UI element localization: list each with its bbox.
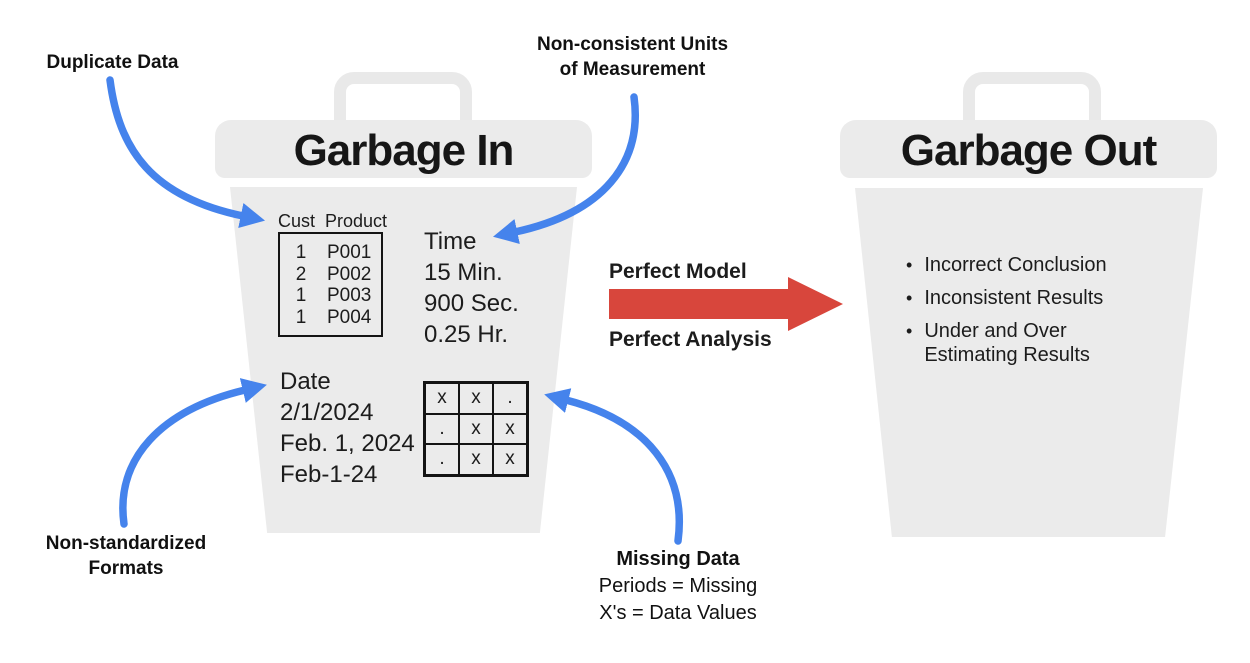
- grid-cell: x: [425, 383, 459, 414]
- product-value: P001: [327, 242, 372, 263]
- grid-cell: .: [425, 444, 459, 475]
- time-value: 15 Min.: [424, 259, 503, 286]
- garbage-out-title: Garbage Out: [900, 125, 1157, 175]
- cust-value: 2: [295, 263, 307, 285]
- table-row: 1 P003: [292, 286, 381, 305]
- duplicate-data-table: 1 P001 2 P002 1 P003 1 P004: [278, 232, 383, 337]
- garbage-in-title: Garbage In: [293, 125, 515, 175]
- cust-header-label: Cust: [278, 211, 316, 231]
- cust-value: 1: [295, 242, 307, 263]
- date-block: Date 2/1/2024 Feb. 1, 2024 Feb-1-24: [280, 366, 415, 490]
- garbage-out-body: [855, 188, 1203, 537]
- nonstandardized-formats-label: Non-standardized Formats: [45, 533, 207, 579]
- perfect-analysis-label: Perfect Analysis: [609, 328, 772, 351]
- bullet-text: Incorrect Conclusion: [924, 254, 1107, 276]
- list-item: • Under and Over Estimating Results: [906, 319, 1181, 367]
- product-header-label: Product: [325, 211, 388, 231]
- missing-data-grid: x x . . x x . x x: [423, 381, 529, 477]
- duplicate-data-label: Duplicate Data: [46, 52, 179, 73]
- grid-cell: x: [459, 413, 493, 444]
- bullet-icon: •: [906, 321, 913, 341]
- date-value: Feb-1-24: [280, 461, 378, 488]
- garbage-in-to-out-arrow: [609, 277, 843, 331]
- time-value: 900 Sec.: [424, 290, 519, 317]
- missing-data-label: Missing Data: [616, 548, 740, 570]
- product-value: P003: [327, 285, 372, 306]
- table-row: 2 P002: [292, 265, 381, 284]
- product-value: P002: [327, 263, 372, 285]
- time-value: 0.25 Hr.: [424, 321, 509, 348]
- list-item: • Incorrect Conclusion: [906, 253, 1181, 277]
- cust-product-header: Cust Product: [278, 211, 387, 232]
- grid-cell: x: [459, 383, 493, 414]
- product-value: P004: [327, 306, 372, 328]
- time-label: Time: [424, 228, 477, 255]
- missing-data-arrow: [544, 388, 683, 545]
- garbage-in-lid: Garbage In: [215, 120, 592, 178]
- garbage-out-bullet-list: • Incorrect Conclusion • Inconsistent Re…: [906, 253, 1181, 376]
- garbage-out-lid: Garbage Out: [840, 120, 1217, 178]
- cust-value: 1: [295, 306, 307, 328]
- date-label: Date: [280, 368, 331, 395]
- cust-value: 1: [295, 285, 307, 306]
- nonconsistent-units-label: Non-consistent Units of Measurement: [536, 34, 729, 80]
- missing-data-legend: Periods = Missing X's = Data Values: [598, 575, 758, 624]
- table-row: 1 P004: [292, 308, 381, 327]
- grid-cell: x: [459, 444, 493, 475]
- grid-cell: x: [493, 444, 527, 475]
- bullet-text: Inconsistent Results: [924, 287, 1104, 309]
- nonstandardized-formats-arrow: [119, 378, 267, 528]
- list-item: • Inconsistent Results: [906, 286, 1181, 310]
- bullet-text: Under and Over Estimating Results: [924, 320, 1090, 366]
- grid-cell: .: [425, 413, 459, 444]
- grid-cell: x: [493, 413, 527, 444]
- bullet-icon: •: [906, 288, 913, 308]
- time-block: Time 15 Min. 900 Sec. 0.25 Hr.: [424, 226, 519, 350]
- bullet-icon: •: [906, 255, 913, 275]
- perfect-model-label: Perfect Model: [609, 260, 747, 283]
- date-value: Feb. 1, 2024: [280, 430, 415, 457]
- grid-cell: .: [493, 383, 527, 414]
- table-row: 1 P001: [292, 243, 381, 262]
- date-value: 2/1/2024: [280, 399, 374, 426]
